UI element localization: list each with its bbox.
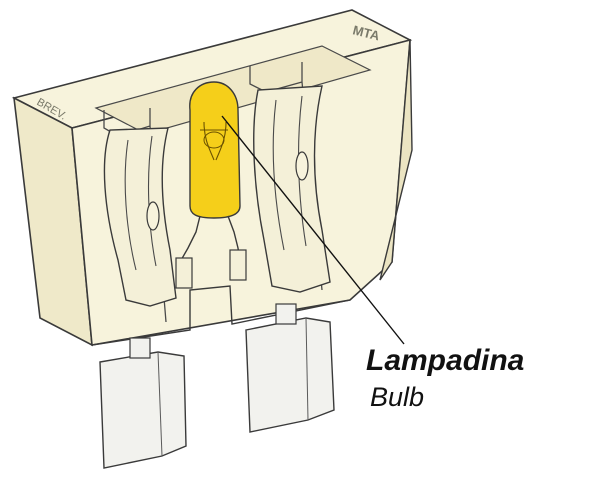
left-terminal-clip [103, 127, 177, 307]
bulb-lead-right-clip [229, 249, 247, 281]
left-terminal-hole [146, 201, 160, 231]
right-terminal-hole [295, 151, 309, 181]
bulb-filament-loop [203, 131, 225, 149]
bulb-glass [189, 81, 241, 219]
left-blade [99, 351, 187, 469]
bulb-lead-left-clip [175, 257, 193, 289]
left-blade-edge [157, 351, 163, 457]
left-terminal-inner [124, 135, 157, 271]
callout-subtitle: Bulb [370, 382, 425, 412]
housing-right-side [379, 39, 413, 281]
brand-marking: MTA [351, 22, 382, 43]
right-blade-edge [305, 317, 309, 421]
callout-leader-line [221, 115, 405, 345]
right-blade-neck [275, 303, 297, 325]
right-blade [245, 317, 335, 433]
callout-title: Lampadina [366, 344, 525, 377]
housing-bottom-ledge [91, 285, 351, 346]
left-blade-neck [129, 337, 151, 359]
